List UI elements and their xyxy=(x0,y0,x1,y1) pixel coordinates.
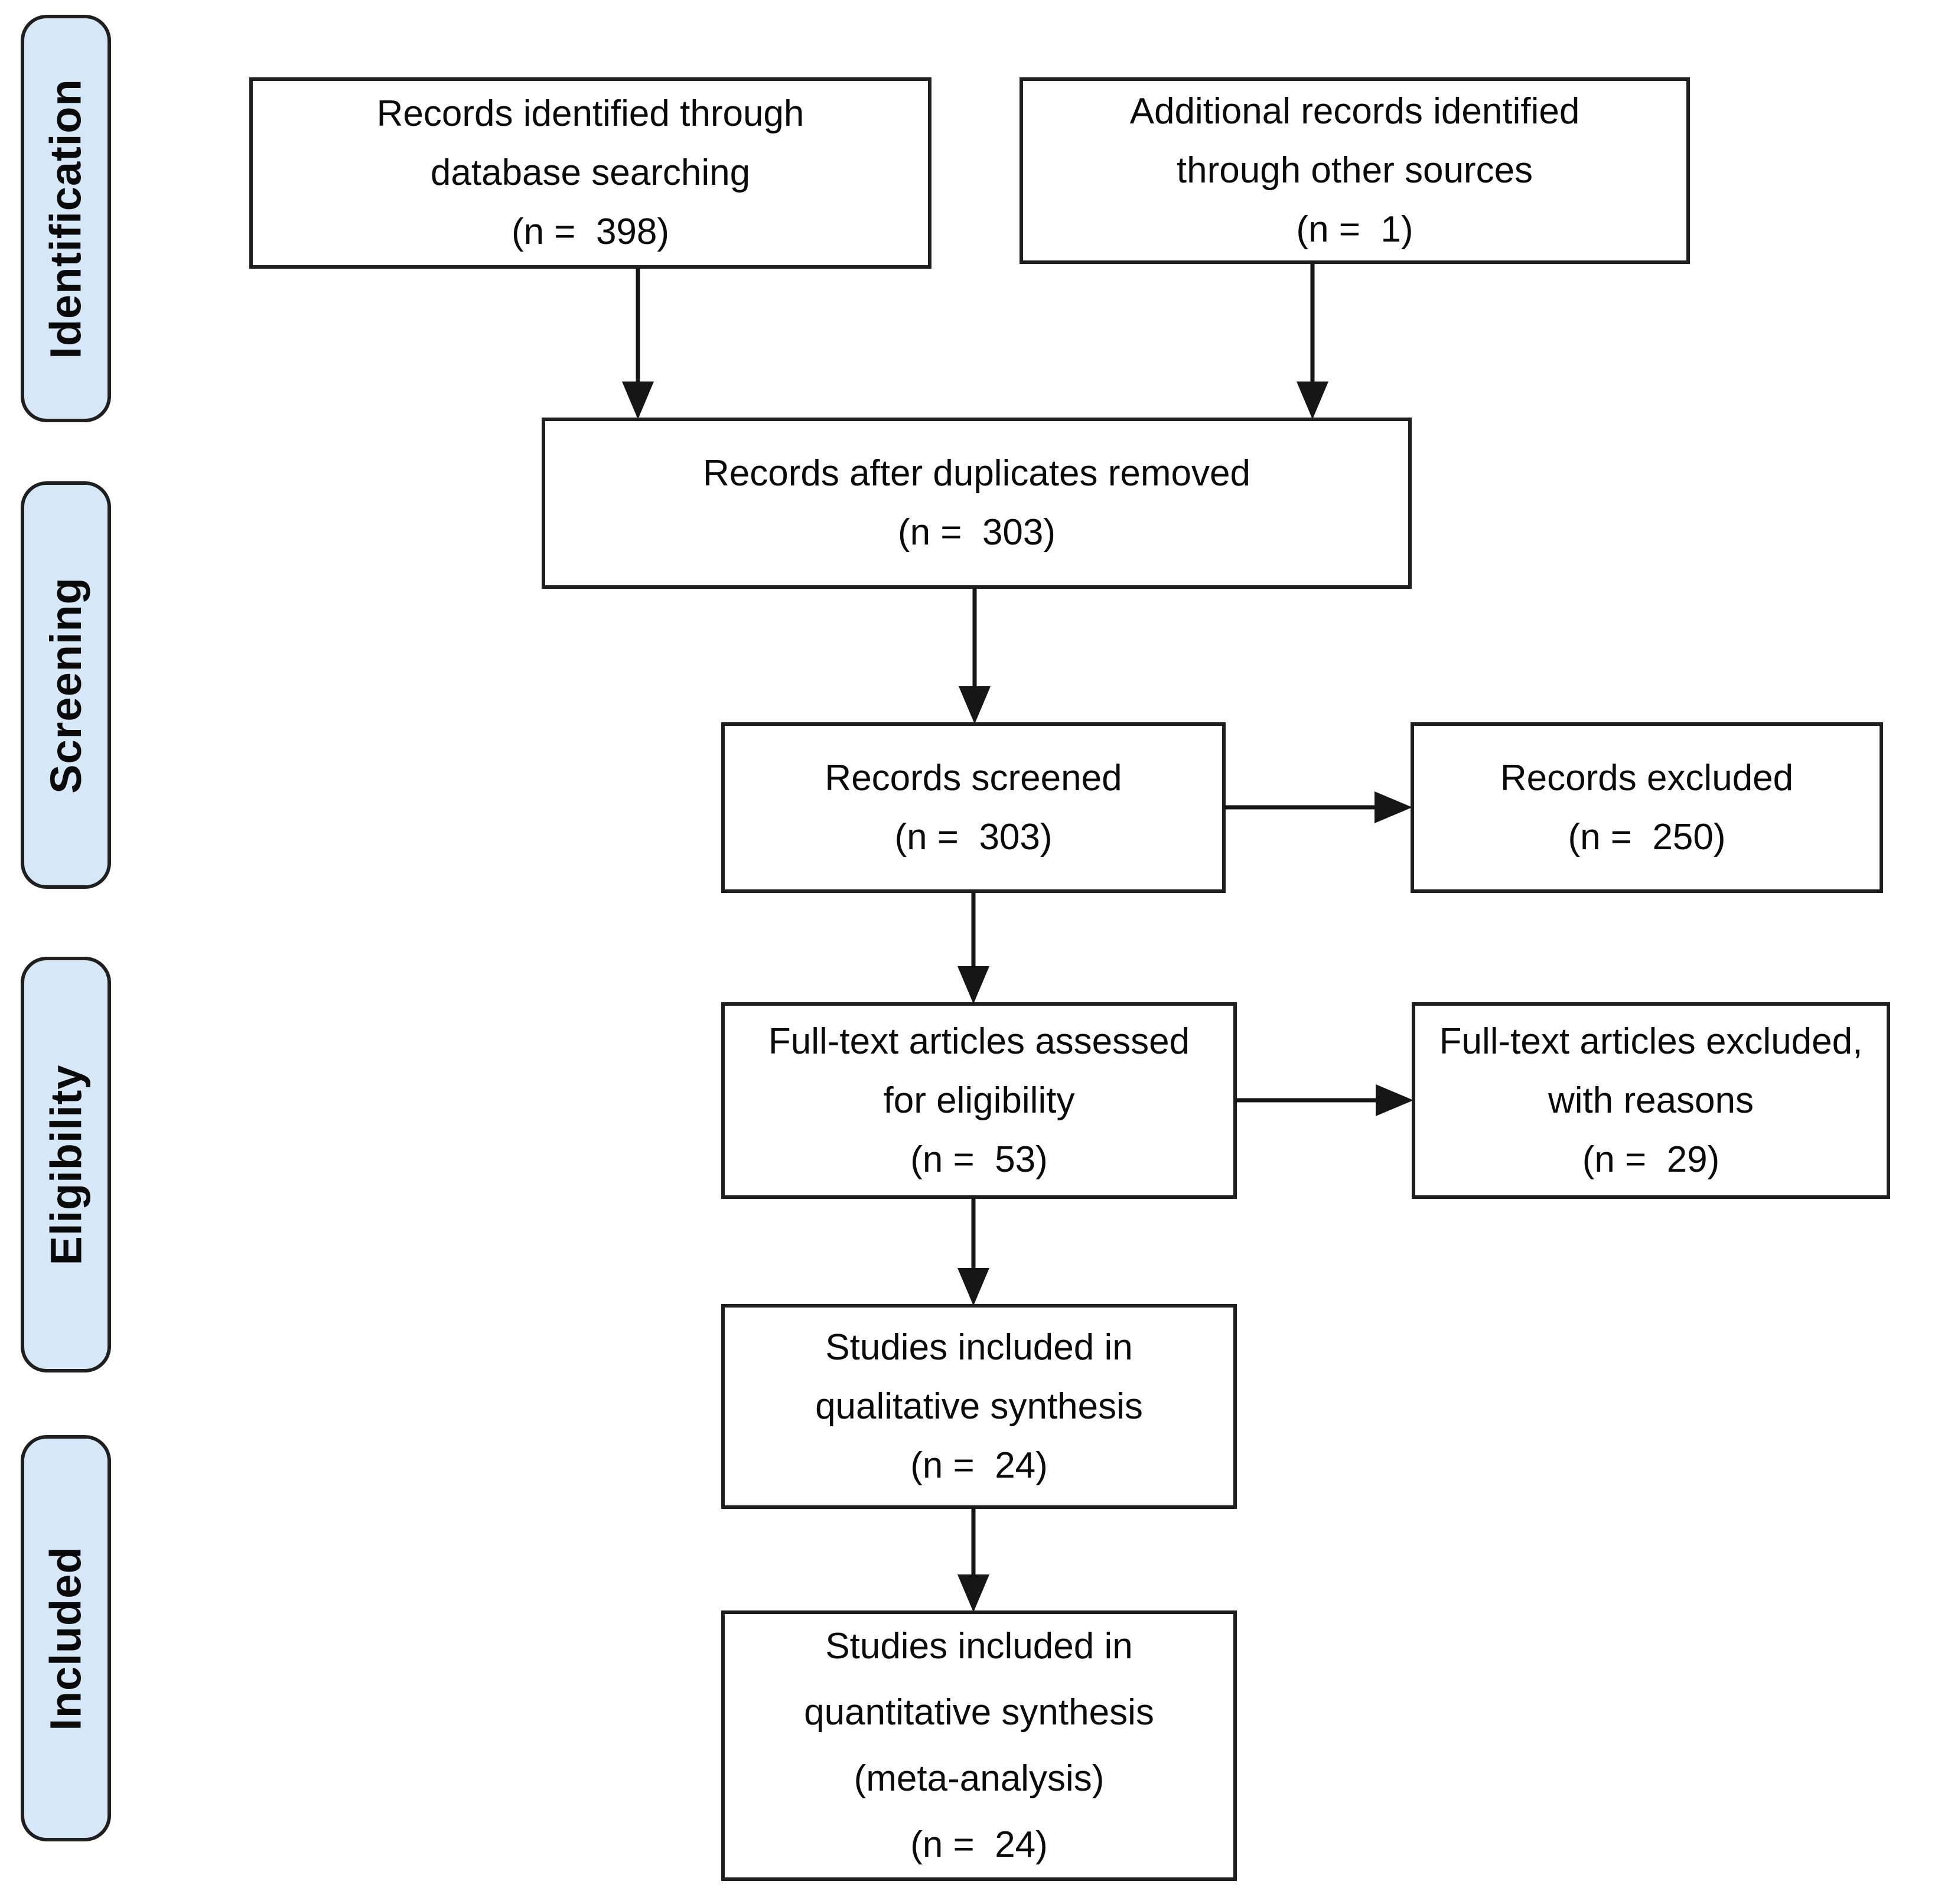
stage-label-included: Included xyxy=(21,1435,111,1841)
flow-box-fulltext-excluded-count: (n = 29) xyxy=(1582,1139,1720,1180)
stage-label-screening-text: Screening xyxy=(41,576,91,794)
flow-box-records-identified: Records identified through database sear… xyxy=(249,77,931,269)
flow-box-additional-records-line: Additional records identified xyxy=(1129,91,1580,132)
stage-label-included-text: Included xyxy=(41,1546,90,1731)
arrowhead-qualitative-to-quantitative xyxy=(957,1574,989,1612)
flow-box-additional-records-count: (n = 1) xyxy=(1296,209,1413,250)
flow-box-records-identified-line: database searching xyxy=(430,152,751,193)
flow-box-quantitative-synthesis-count: (n = 24) xyxy=(910,1824,1048,1865)
flow-box-quantitative-synthesis-line: quantitative synthesis xyxy=(804,1692,1154,1733)
stage-label-eligibility: Eligibility xyxy=(21,957,111,1372)
stage-label-screening: Screening xyxy=(21,481,111,889)
flow-box-records-identified-line: Records identified through xyxy=(376,93,804,134)
flow-box-additional-records: Additional records identified through ot… xyxy=(1020,77,1690,264)
arrowhead-additional-to-duplicates xyxy=(1297,382,1328,419)
flow-box-fulltext-excluded-line: with reasons xyxy=(1548,1080,1754,1121)
flow-box-qualitative-synthesis-line: qualitative synthesis xyxy=(815,1385,1143,1427)
arrowhead-fulltext-to-qualitative xyxy=(957,1268,989,1306)
arrowhead-screened-to-fulltext xyxy=(957,966,989,1004)
flow-box-quantitative-synthesis-line: (meta-analysis) xyxy=(854,1758,1105,1799)
flow-box-qualitative-synthesis-line: Studies included in xyxy=(825,1326,1133,1368)
flow-box-duplicates-removed-line: Records after duplicates removed xyxy=(702,453,1250,494)
flow-box-quantitative-synthesis: Studies included in quantitative synthes… xyxy=(721,1610,1237,1881)
flow-box-qualitative-synthesis: Studies included in qualitative synthesi… xyxy=(721,1304,1237,1509)
arrowhead-fulltext-to-fulltext-excluded xyxy=(1376,1084,1413,1116)
flow-box-fulltext-excluded: Full-text articles excluded, with reason… xyxy=(1412,1002,1890,1199)
arrowhead-identified-to-duplicates xyxy=(622,382,654,419)
flow-box-records-excluded: Records excluded (n = 250) xyxy=(1411,722,1883,893)
flow-box-qualitative-synthesis-count: (n = 24) xyxy=(910,1445,1048,1486)
stage-label-identification: Identification xyxy=(21,15,111,422)
flow-box-additional-records-line: through other sources xyxy=(1176,150,1533,191)
flow-box-fulltext-assessed-count: (n = 53) xyxy=(910,1139,1048,1180)
flow-box-fulltext-assessed-line: for eligibility xyxy=(883,1080,1075,1121)
arrowhead-screened-to-excluded xyxy=(1374,791,1412,823)
stage-label-eligibility-text: Eligibility xyxy=(41,1064,91,1265)
flow-box-records-excluded-count: (n = 250) xyxy=(1568,816,1726,858)
flow-box-fulltext-assessed-line: Full-text articles assessed xyxy=(768,1021,1190,1062)
flow-box-fulltext-assessed: Full-text articles assessed for eligibil… xyxy=(721,1002,1237,1199)
stage-label-identification-text: Identification xyxy=(41,78,91,359)
flow-box-records-screened: Records screened (n = 303) xyxy=(721,722,1226,893)
flow-box-records-screened-line: Records screened xyxy=(825,757,1122,798)
flow-box-quantitative-synthesis-line: Studies included in xyxy=(825,1626,1133,1667)
flow-box-duplicates-removed: Records after duplicates removed (n = 30… xyxy=(542,418,1412,589)
flow-box-records-identified-count: (n = 398) xyxy=(511,211,670,252)
flow-box-fulltext-excluded-line: Full-text articles excluded, xyxy=(1439,1021,1863,1062)
flow-box-records-screened-count: (n = 303) xyxy=(894,816,1053,858)
flow-box-duplicates-removed-count: (n = 303) xyxy=(897,512,1056,553)
arrowhead-duplicates-to-screened xyxy=(959,686,991,724)
flow-box-records-excluded-line: Records excluded xyxy=(1500,757,1794,798)
